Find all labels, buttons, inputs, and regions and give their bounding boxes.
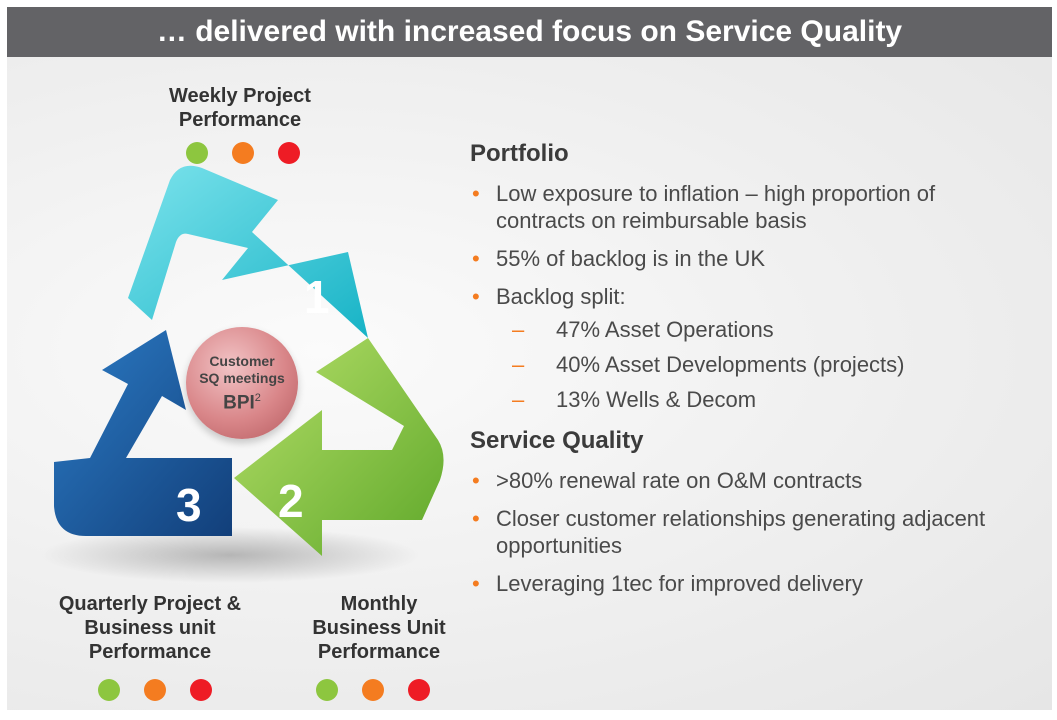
portfolio-title: Portfolio <box>470 140 569 167</box>
list-item: Backlog split: 47% Asset Operations 40% … <box>470 283 1030 413</box>
orange-dot-icon <box>232 142 254 164</box>
list-item: Closer customer relationships generating… <box>470 505 1030 559</box>
bpi-superscript: 2 <box>254 392 261 404</box>
sub-list-item: 40% Asset Developments (projects) <box>496 351 1030 378</box>
bpi-word: BPI <box>223 392 255 414</box>
bpi-line2: SQ meetings <box>199 370 285 386</box>
sub-list-item: 13% Wells & Decom <box>496 386 1030 413</box>
bpi-line1: Customer <box>209 353 275 369</box>
step-1-number: 1 <box>304 271 330 323</box>
monthly-status-dots <box>316 679 430 701</box>
service-quality-list: >80% renewal rate on O&M contracts Close… <box>470 467 1030 597</box>
list-item: 55% of backlog is in the UK <box>470 245 1030 272</box>
bpi-label: BPI2 <box>186 390 298 414</box>
cycle-diagram <box>40 165 444 583</box>
green-dot-icon <box>186 142 208 164</box>
list-item: Low exposure to inflation – high proport… <box>470 180 1030 234</box>
slide-title: … delivered with increased focus on Serv… <box>7 7 1052 57</box>
step-2-number: 2 <box>278 475 304 527</box>
green-dot-icon <box>316 679 338 701</box>
weekly-label: Weekly Project Performance <box>169 85 311 131</box>
backlog-split-label: Backlog split: <box>496 284 626 309</box>
right-column: Portfolio Low exposure to inflation – hi… <box>470 140 1030 608</box>
weekly-status-dots <box>186 142 300 164</box>
orange-dot-icon <box>362 679 384 701</box>
sub-list-item: 47% Asset Operations <box>496 316 1030 343</box>
monthly-label: Monthly Business Unit Performance <box>312 593 446 663</box>
arrow-2 <box>234 338 444 556</box>
cycle-shadow <box>40 527 420 583</box>
list-item: >80% renewal rate on O&M contracts <box>470 467 1030 494</box>
red-dot-icon <box>408 679 430 701</box>
quarterly-label: Quarterly Project & Business unit Perfor… <box>58 593 242 663</box>
red-dot-icon <box>190 679 212 701</box>
portfolio-list: Low exposure to inflation – high proport… <box>470 180 1030 413</box>
customer-sq-bpi-ball: Customer SQ meetings BPI2 <box>186 327 298 439</box>
orange-dot-icon <box>144 679 166 701</box>
arrow-1 <box>128 165 368 338</box>
list-item: Leveraging 1tec for improved delivery <box>470 570 1030 597</box>
green-dot-icon <box>98 679 120 701</box>
step-3-number: 3 <box>176 479 202 531</box>
service-quality-title: Service Quality <box>470 427 644 454</box>
bpi-text: Customer SQ meetings BPI2 <box>186 353 298 414</box>
red-dot-icon <box>278 142 300 164</box>
backlog-sub-list: 47% Asset Operations 40% Asset Developme… <box>496 316 1030 413</box>
quarterly-status-dots <box>98 679 212 701</box>
arrow-3 <box>54 330 232 536</box>
